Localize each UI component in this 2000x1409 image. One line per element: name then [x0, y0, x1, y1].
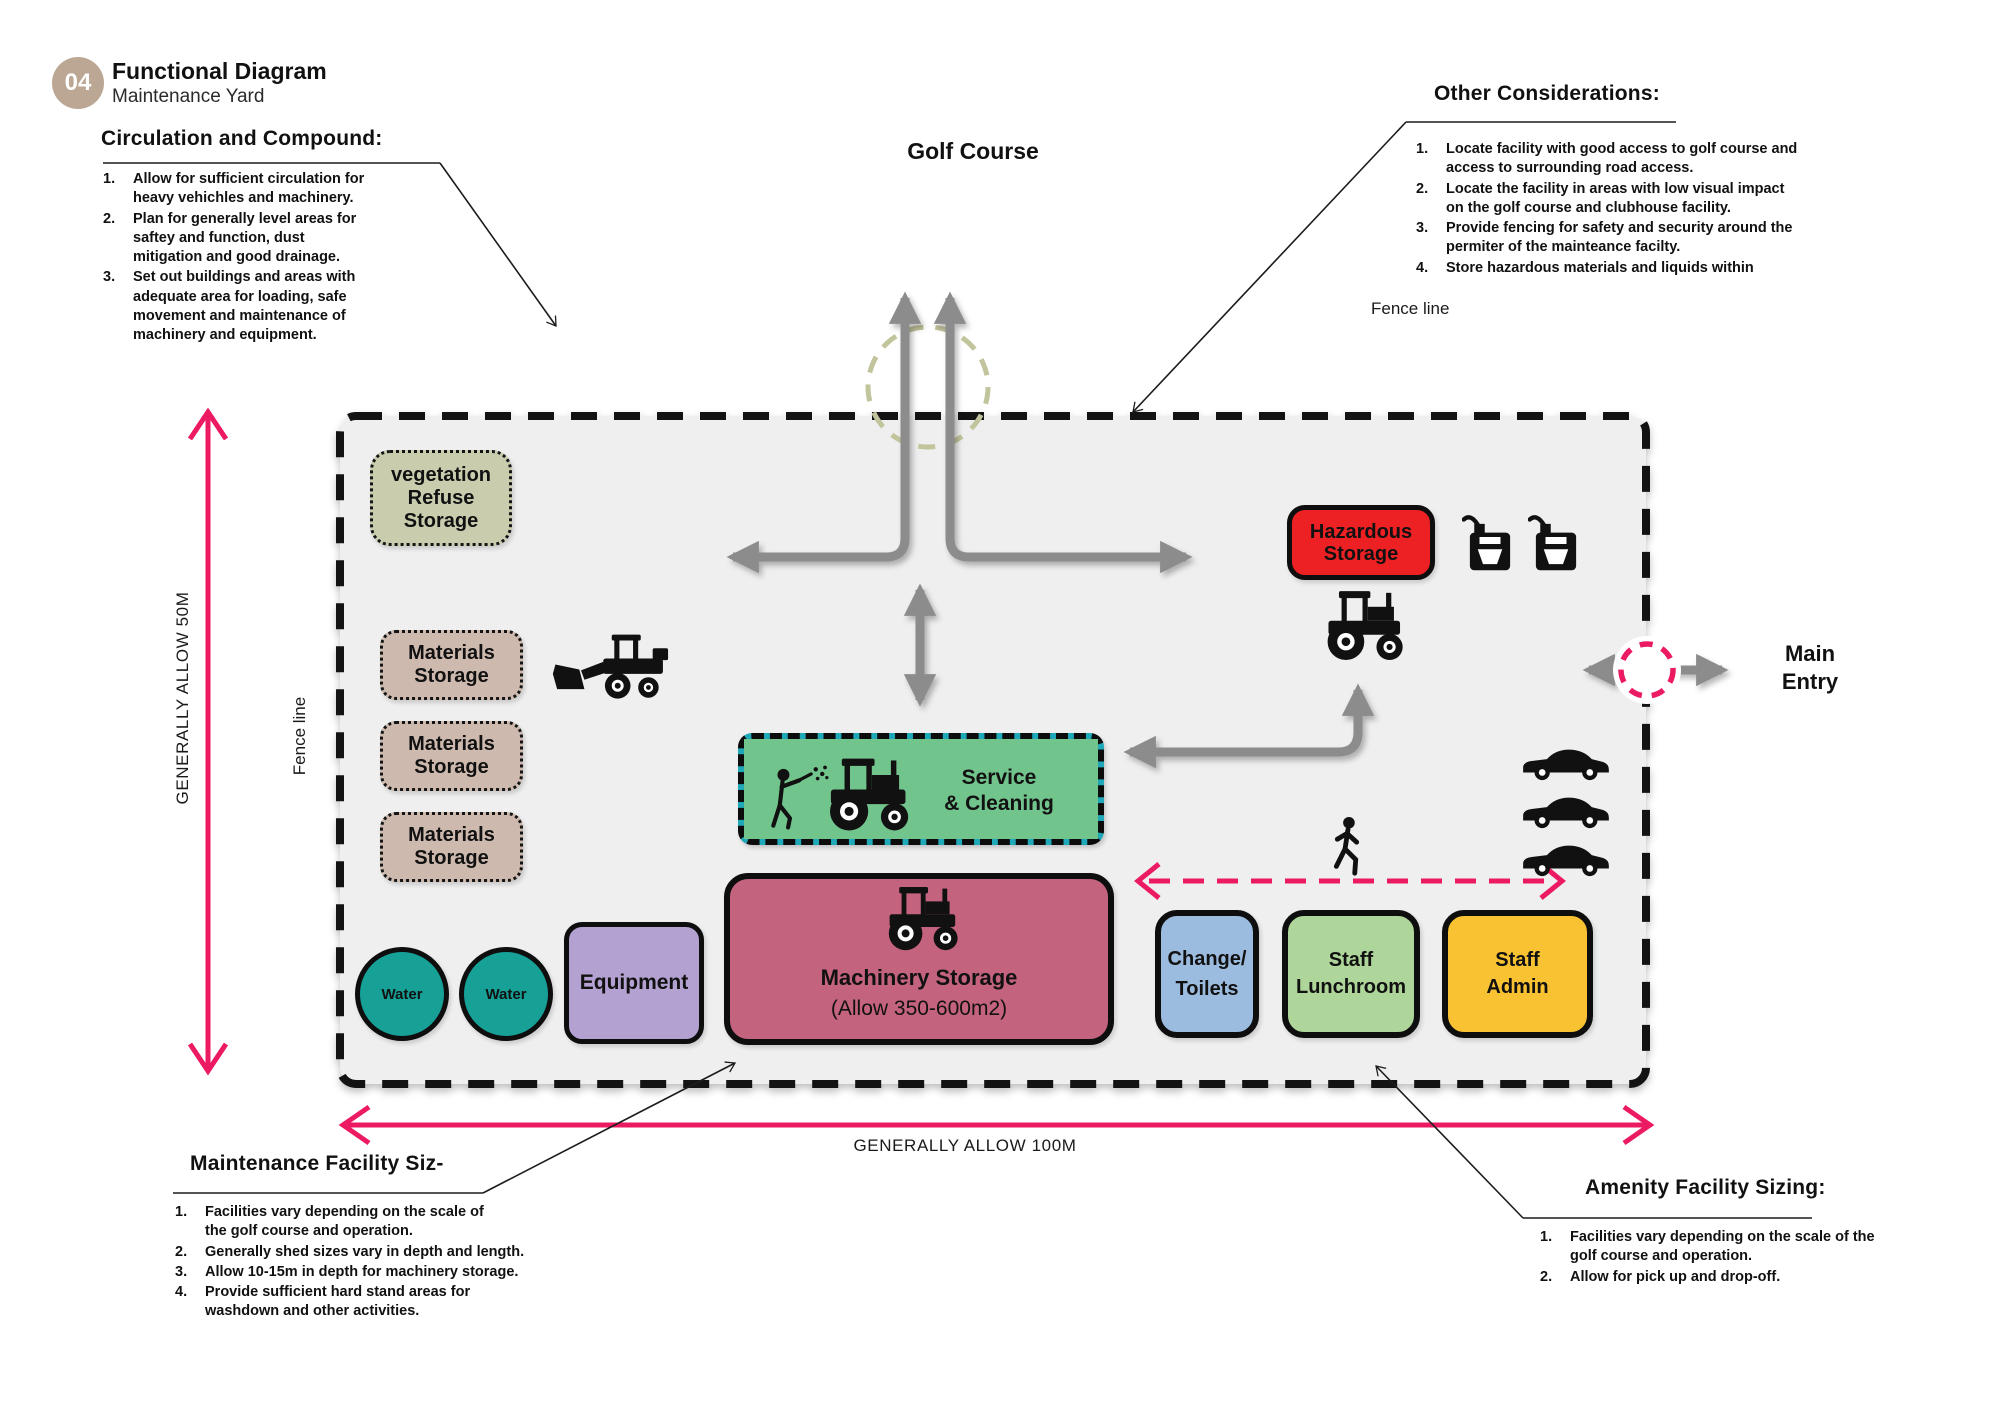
machinery-storage-box: Machinery Storage (Allow 350-600m2)	[724, 873, 1114, 1045]
list-item: 1. Facilities vary depending on the scal…	[175, 1204, 484, 1240]
list-item: 3. Set out buildings and areas with adeq…	[103, 269, 356, 344]
machinery-storage-subtitle: (Allow 350-600m2)	[830, 997, 1008, 1020]
service-cleaning-box: Service & Cleaning	[738, 733, 1104, 845]
equipment-box: Equipment	[564, 922, 704, 1044]
arrow-up-left-branch	[726, 291, 922, 574]
main-entry-label: Main Entry	[1781, 641, 1839, 694]
circulation-arrows	[726, 291, 1729, 769]
other-considerations-heading: Other Considerations:	[1434, 82, 1660, 105]
page-subtitle: Maintenance Yard	[112, 86, 265, 107]
service-cleaning-label: Service & Cleaning	[944, 766, 1054, 816]
dimension-horizontal-label: GENERALLY ALLOW 100M	[853, 1136, 1077, 1155]
hazardous-storage-box: Hazardous Storage	[1287, 505, 1435, 580]
list-item: 2. Plan for generally level areas for sa…	[103, 210, 357, 266]
list-item: 2. Allow for pick up and drop-off.	[1540, 1268, 1781, 1285]
list-item: 3. Provide fencing for safety and securi…	[1416, 220, 1793, 256]
materials-storage-box: Materials Storage	[380, 721, 523, 791]
page-number: 04	[64, 69, 92, 96]
tractor-icon	[1327, 591, 1403, 661]
other-considerations-list: 1. Locate facility with good access to g…	[1416, 140, 1856, 278]
jerry-can-icon	[1462, 515, 1511, 571]
circulation-list: 1. Allow for sufficient circulation for …	[103, 170, 389, 346]
materials-storage-box: Materials Storage	[380, 630, 523, 700]
arrow-service-to-hazard	[1123, 683, 1375, 769]
staff-lunchroom-box: Staff Lunchroom	[1282, 910, 1420, 1038]
list-item: 3. Allow 10-15m in depth for machinery s…	[175, 1263, 519, 1280]
car-icon	[1523, 749, 1609, 781]
fence-line-label-left: Fence line	[290, 696, 309, 776]
maintenance-sizing-heading: Maintenance Facility Siz-	[190, 1152, 444, 1175]
page-number-badge: 04	[52, 57, 104, 109]
leader-lines	[103, 121, 1812, 1219]
circulation-heading: Circulation and Compound:	[101, 127, 383, 150]
car-icon	[1523, 797, 1609, 829]
service-cleaning-fill	[744, 739, 1098, 839]
staff-admin-box: Staff Admin	[1442, 910, 1593, 1038]
water-tank: Water	[355, 947, 449, 1041]
dimension-vertical-label: GENERALLY ALLOW 50M	[173, 591, 192, 805]
change-toilets-box: Change/ Toilets	[1155, 910, 1259, 1038]
golf-course-label: Golf Course	[907, 138, 1039, 164]
car-icon	[1523, 845, 1609, 877]
list-item: 4. Store hazardous materials and liquids…	[1416, 259, 1754, 276]
maintenance-sizing-list: 1. Facilities vary depending on the scal…	[175, 1203, 535, 1322]
walking-person-icon	[1333, 816, 1360, 876]
list-item: 2. Generally shed sizes vary in depth an…	[175, 1243, 525, 1260]
water-tank: Water	[459, 947, 553, 1041]
machinery-storage-title: Machinery Storage	[820, 965, 1018, 990]
list-item: 2. Locate the facility in areas with low…	[1416, 180, 1785, 216]
page-title: Functional Diagram	[112, 58, 327, 84]
arrow-up-right-branch	[933, 291, 1193, 574]
list-item: 4. Provide sufficient hard stand areas f…	[175, 1284, 471, 1320]
list-item: 1. Allow for sufficient circulation for …	[103, 171, 365, 207]
other-leader	[1132, 121, 1407, 413]
jerry-can-icon	[1528, 515, 1577, 571]
main-entry-circle	[1618, 641, 1676, 699]
list-item: 1. Facilities vary depending on the scal…	[1540, 1229, 1875, 1265]
wheel-loader-icon	[552, 634, 669, 699]
sprayer-person-icon	[771, 765, 829, 830]
materials-storage-box: Materials Storage	[380, 812, 523, 882]
fence-line-label-top: Fence line	[1371, 299, 1450, 318]
list-item: 1. Locate facility with good access to g…	[1416, 141, 1798, 177]
maintenance-leader	[482, 1061, 737, 1194]
circulation-leader	[439, 162, 557, 327]
amenity-leader	[1375, 1065, 1524, 1219]
tractor-icon	[888, 887, 958, 951]
vegetation-refuse-storage-box: vegetation Refuse Storage	[370, 450, 512, 546]
amenity-sizing-heading: Amenity Facility Sizing:	[1585, 1176, 1826, 1199]
tractor-icon	[830, 758, 909, 831]
amenity-sizing-list: 1. Facilities vary depending on the scal…	[1540, 1228, 1940, 1287]
